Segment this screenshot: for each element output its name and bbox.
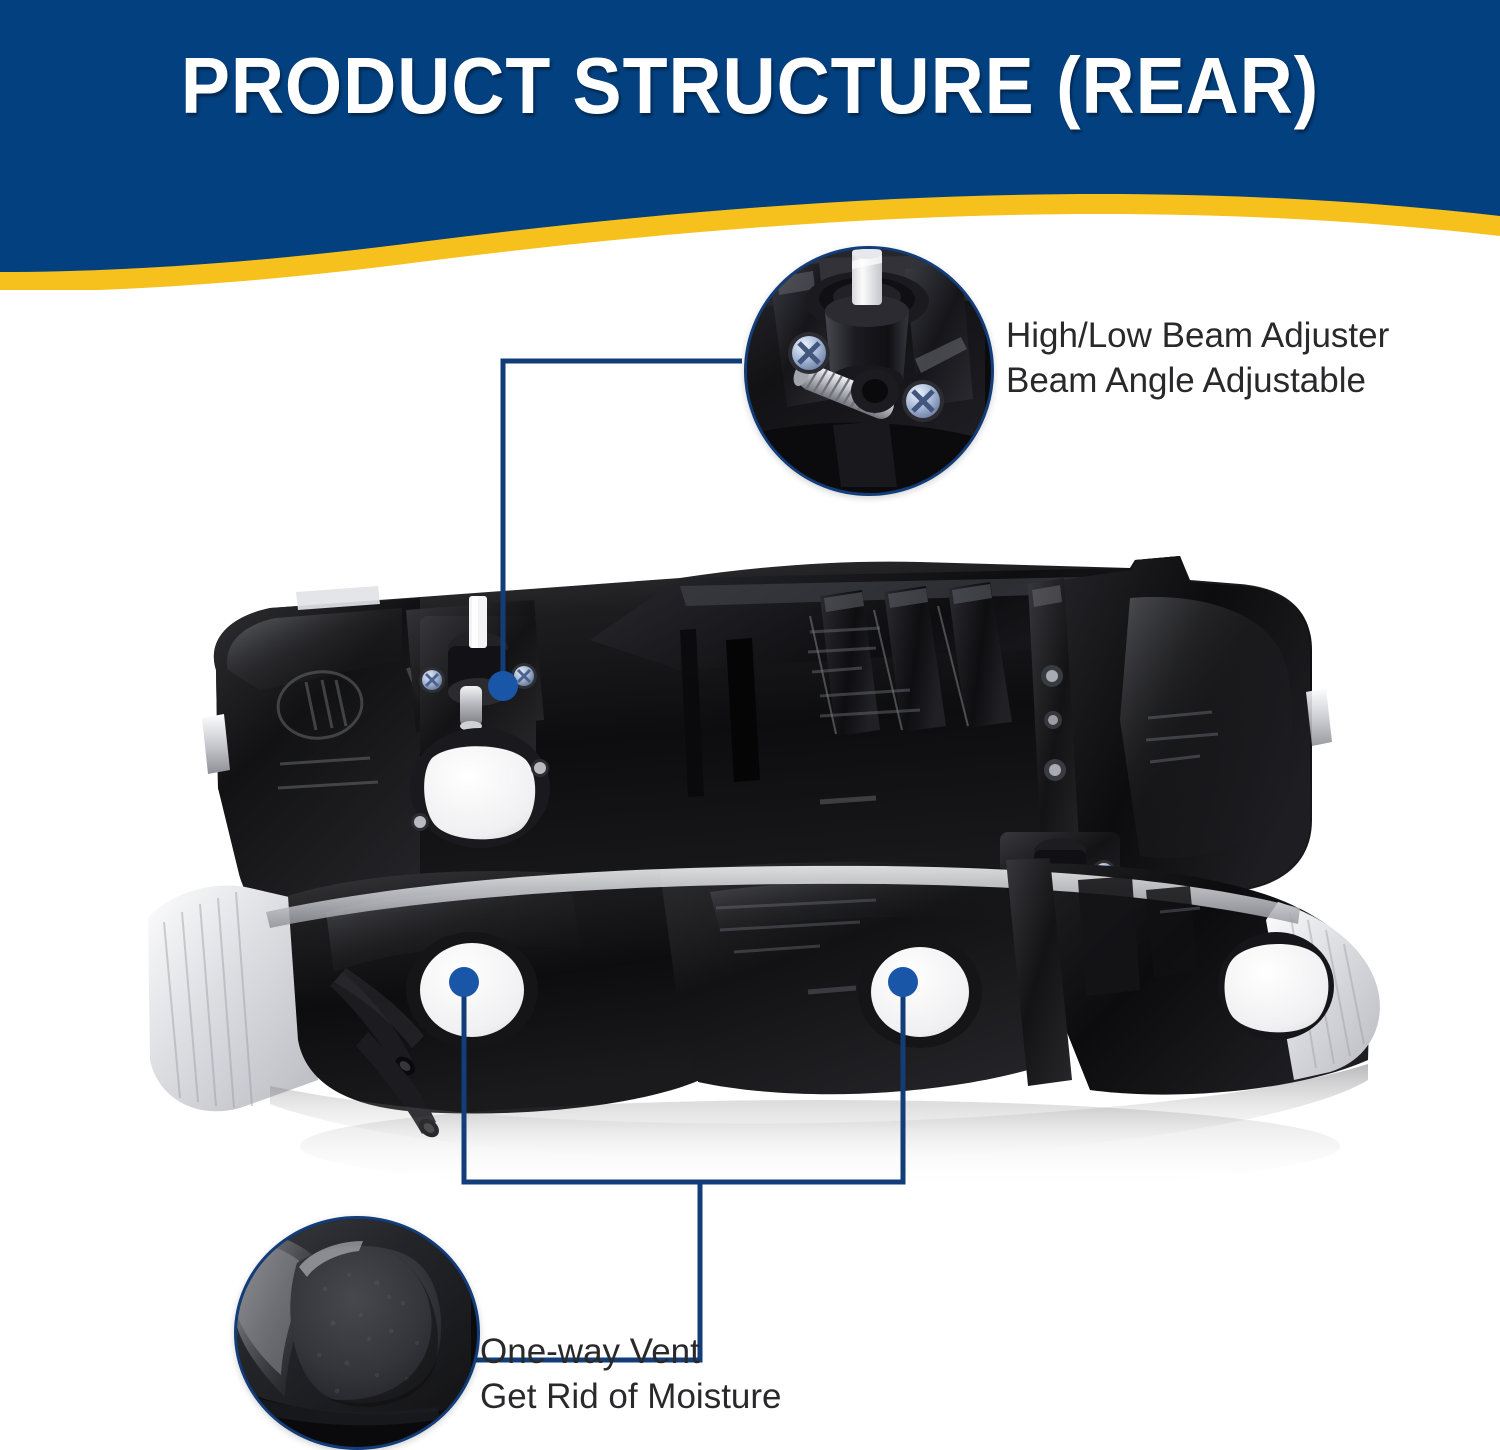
product-photo (120, 520, 1410, 1240)
callout-circle-vent (234, 1216, 480, 1450)
retaining-clip-left (202, 714, 230, 774)
retaining-clip-right (1306, 688, 1332, 746)
callout-label-vent-line2: Get Rid of Moisture (480, 1376, 782, 1416)
upper-right-gloss (1120, 596, 1292, 858)
bulb-socket-lower-center (858, 936, 982, 1048)
closeup-screw-right (902, 380, 944, 422)
callout-label-vent: One-way Vent Get Rid of Moisture (480, 1330, 782, 1420)
upper-headlight-housing (202, 556, 1332, 926)
lower-headlight-housing (148, 858, 1380, 1192)
callout-label-adjuster-line1: High/Low Beam Adjuster (1006, 316, 1390, 355)
molded-markings-right (807, 626, 1219, 805)
closeup-screw-left (788, 332, 830, 374)
lower-center-bracket (1006, 858, 1072, 1086)
one-way-vent-closeup-image (237, 1219, 471, 1441)
callout-label-vent-line1: One-way Vent (480, 1332, 700, 1371)
header-banner: PRODUCT STRUCTURE (REAR) (0, 0, 1500, 290)
headlight-pair-illustration (148, 556, 1380, 1192)
one-way-vent-plug (290, 1245, 442, 1404)
callout-label-adjuster-line2: Beam Angle Adjustable (1006, 360, 1366, 400)
callout-label-adjuster: High/Low Beam Adjuster Beam Angle Adjust… (1006, 314, 1389, 404)
bulb-socket-lower-right (1218, 932, 1334, 1040)
page-title: PRODUCT STRUCTURE (REAR) (180, 41, 1320, 130)
housing-fins (809, 582, 1012, 736)
beam-adjuster-closeup-image (747, 249, 985, 487)
banner-shape (0, 0, 1500, 290)
lens-flutes (163, 891, 253, 1109)
bulb-socket-lower-left (406, 932, 538, 1048)
mounting-tab (296, 586, 380, 610)
bracket-fasteners (1041, 665, 1066, 781)
callout-circle-adjuster (744, 246, 994, 496)
corner-lens-left (148, 885, 318, 1112)
bulb-socket-upper (410, 728, 550, 848)
adjuster-bolt (460, 686, 482, 726)
upper-right-bracket (1028, 578, 1082, 900)
vent-texture (316, 1273, 419, 1394)
upper-left-gloss (227, 608, 402, 690)
banner-blue-field (0, 0, 1500, 272)
